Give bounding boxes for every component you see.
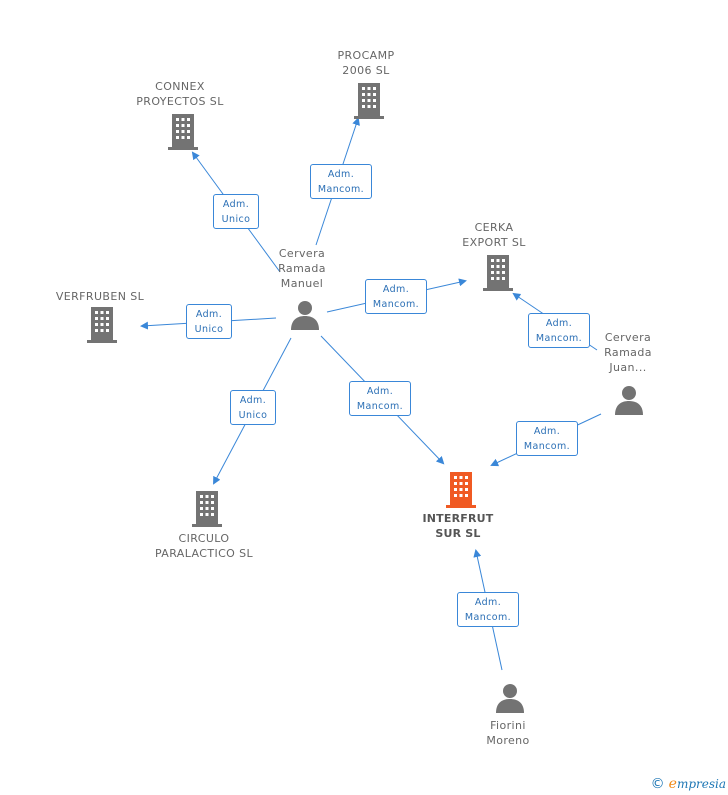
person-label-juan[interactable]: Cervera Ramada Juan... (604, 331, 652, 374)
company-label-interfrut[interactable]: INTERFRUT SUR SL (422, 512, 494, 540)
person-label-manuel[interactable]: Cervera Ramada Manuel (278, 247, 326, 290)
brand-logo-e: e (668, 776, 677, 792)
building-icon[interactable] (190, 491, 224, 527)
person-label-fiorini[interactable]: Fiorini Moreno (486, 719, 530, 747)
company-label-circulo[interactable]: CIRCULO PARALACTICO SL (154, 532, 254, 560)
brand-logo-text: mpresia (676, 777, 726, 791)
role-badge-juan-cerka[interactable]: Adm. Mancom. (528, 313, 590, 348)
person-icon[interactable] (289, 299, 321, 331)
role-badge-fiorini-interfrut[interactable]: Adm. Mancom. (457, 592, 519, 627)
role-badge-juan-interfrut[interactable]: Adm. Mancom. (516, 421, 578, 456)
building-icon-main[interactable] (444, 472, 478, 508)
company-label-verfruben[interactable]: VERFRUBEN SL (55, 290, 145, 303)
person-icon[interactable] (613, 384, 645, 416)
role-badge-manuel-procamp[interactable]: Adm. Mancom. (310, 164, 372, 199)
building-icon[interactable] (481, 255, 515, 291)
building-icon[interactable] (166, 114, 200, 150)
role-badge-manuel-verfruben[interactable]: Adm. Unico (186, 304, 232, 339)
role-badge-manuel-circulo[interactable]: Adm. Unico (230, 390, 276, 425)
copyright-icon: © (650, 776, 665, 792)
company-label-procamp[interactable]: PROCAMP 2006 SL (337, 49, 395, 77)
building-icon[interactable] (352, 83, 386, 119)
role-badge-manuel-connex[interactable]: Adm. Unico (213, 194, 259, 229)
footer-brand: ©empresia (651, 776, 726, 792)
building-icon[interactable] (85, 307, 119, 343)
person-icon[interactable] (494, 682, 526, 714)
company-label-connex[interactable]: CONNEX PROYECTOS SL (136, 80, 224, 108)
role-badge-manuel-interfrut[interactable]: Adm. Mancom. (349, 381, 411, 416)
role-badge-manuel-cerka[interactable]: Adm. Mancom. (365, 279, 427, 314)
company-label-cerka[interactable]: CERKA EXPORT SL (462, 221, 526, 249)
